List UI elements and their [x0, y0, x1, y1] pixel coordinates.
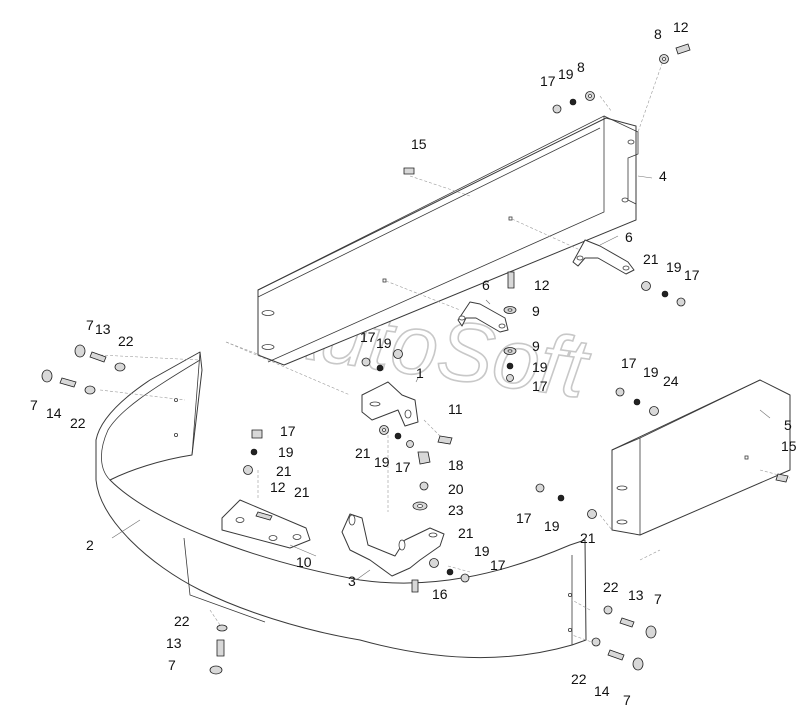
callout-21: 21 — [580, 530, 596, 546]
callout-15: 15 — [781, 438, 797, 454]
callout-22: 22 — [70, 415, 86, 431]
callout-4: 4 — [659, 168, 667, 184]
callout-7: 7 — [168, 657, 176, 673]
callout-19: 19 — [374, 454, 390, 470]
callout-12: 12 — [673, 19, 689, 35]
callout-17: 17 — [360, 329, 376, 345]
callout-9: 9 — [532, 303, 540, 319]
callout-6: 6 — [625, 229, 633, 245]
callout-7: 7 — [30, 397, 38, 413]
callout-23: 23 — [448, 502, 464, 518]
callout-17: 17 — [621, 355, 637, 371]
part-6-bracket-lower — [457, 301, 509, 333]
callout-19: 19 — [474, 543, 490, 559]
callout-12: 12 — [534, 277, 550, 293]
callout-22: 22 — [571, 671, 587, 687]
callout-17: 17 — [490, 557, 506, 573]
callout-17: 17 — [532, 378, 548, 394]
callout-18: 18 — [448, 457, 464, 473]
callout-5: 5 — [784, 417, 792, 433]
callout-13: 13 — [628, 587, 644, 603]
callout-1: 1 — [416, 365, 424, 381]
callout-19: 19 — [532, 359, 548, 375]
callout-9: 9 — [532, 338, 540, 354]
callout-14: 14 — [594, 683, 610, 699]
callout-22: 22 — [174, 613, 190, 629]
callout-7: 7 — [623, 692, 631, 708]
callout-16: 16 — [432, 586, 448, 602]
callout-24: 24 — [663, 373, 679, 389]
callout-13: 13 — [95, 321, 111, 337]
callout-17: 17 — [684, 267, 700, 283]
fasteners — [41, 43, 789, 675]
callout-17: 17 — [280, 423, 296, 439]
callout-19: 19 — [544, 518, 560, 534]
part-5-side-panel — [611, 379, 791, 536]
callout-11: 11 — [448, 401, 463, 417]
part-1-bracket — [361, 381, 419, 427]
callout-19: 19 — [666, 259, 682, 275]
callout-6: 6 — [482, 277, 490, 293]
callout-17: 17 — [395, 459, 411, 475]
callout-labels: 12 8 17 19 8 15 4 6 21 19 17 6 12 9 9 19… — [30, 19, 797, 708]
callout-10: 10 — [296, 554, 312, 570]
callout-14: 14 — [46, 405, 62, 421]
callout-15: 15 — [411, 136, 427, 152]
leader-lines — [111, 175, 771, 581]
callout-21: 21 — [458, 525, 474, 541]
callout-3: 3 — [348, 573, 356, 589]
callout-8: 8 — [577, 59, 585, 75]
callout-2: 2 — [86, 537, 94, 553]
callout-13: 13 — [166, 635, 182, 651]
callout-17: 17 — [516, 510, 532, 526]
callout-21: 21 — [276, 463, 292, 479]
part-4-long-panel — [257, 115, 639, 366]
callout-17: 17 — [540, 73, 556, 89]
callout-12: 12 — [270, 479, 286, 495]
callout-19: 19 — [278, 444, 294, 460]
part-10-plate — [221, 499, 311, 549]
callout-19: 19 — [558, 66, 574, 82]
callout-7: 7 — [654, 591, 662, 607]
callout-21: 21 — [643, 251, 659, 267]
callout-19: 19 — [376, 335, 392, 351]
callout-19: 19 — [643, 364, 659, 380]
callout-8: 8 — [654, 26, 662, 42]
callout-7: 7 — [86, 317, 94, 333]
assembly-lines — [99, 57, 791, 646]
callout-20: 20 — [448, 481, 464, 497]
callout-22: 22 — [603, 579, 619, 595]
callout-21: 21 — [355, 445, 371, 461]
callout-22: 22 — [118, 333, 134, 349]
callout-21: 21 — [294, 484, 310, 500]
part-6-bracket-upper — [572, 239, 635, 275]
part-3-mount — [341, 513, 445, 577]
